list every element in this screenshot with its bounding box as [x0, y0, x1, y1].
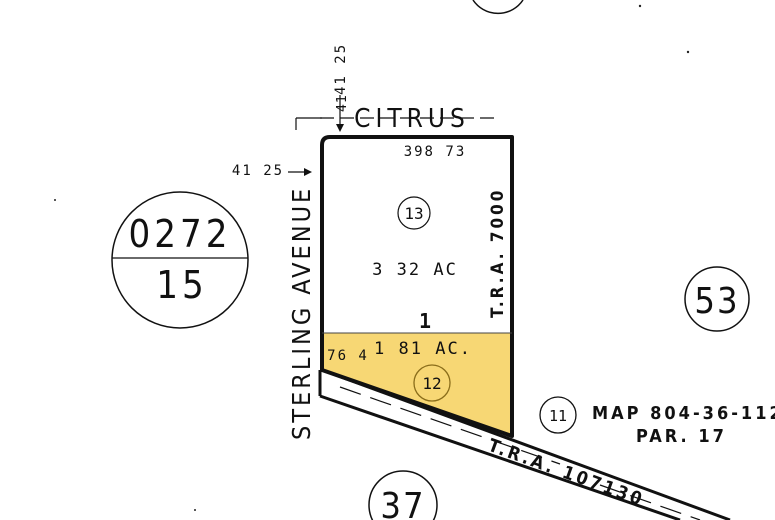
- parcel-12-circle[interactable]: [413, 364, 451, 402]
- dim-left: 41 25: [232, 163, 284, 179]
- parcel-boundary: [320, 135, 514, 438]
- book-page-circle[interactable]: [111, 191, 249, 329]
- parcel-13-circle[interactable]: [397, 196, 431, 230]
- map-parcel: PAR. 17: [636, 426, 727, 447]
- road-edge-top: [321, 368, 731, 520]
- street-citrus: CITRUS: [354, 104, 470, 134]
- map-specks: [54, 4, 690, 511]
- road-centerline-2: [599, 484, 701, 520]
- dim-top-vertical: 41 25: [333, 43, 349, 95]
- arrow-head: [304, 168, 312, 176]
- tra-diagonal: T.R.A. 107130: [485, 435, 647, 511]
- parcel-12-number: 12: [422, 374, 441, 393]
- neighbor-37-circle[interactable]: [368, 470, 438, 520]
- book-page-bottom: 15: [156, 263, 208, 307]
- neighbor-37-label: 37: [380, 486, 425, 520]
- dim-top-lot: 398 73: [404, 144, 467, 160]
- tra-right: T.R.A. 7000: [488, 188, 508, 318]
- dim-top-small: 41: [335, 94, 350, 112]
- parcel-13-number: 13: [404, 204, 423, 223]
- partial-circle-top: [472, 0, 524, 15]
- map-reference[interactable]: MAP 804-36-112: [592, 403, 775, 424]
- parcel-12-area: 1 81 AC.: [374, 339, 472, 359]
- neighbor-11-circle[interactable]: [539, 396, 577, 434]
- lot-number: 1: [419, 309, 431, 333]
- neighbor-53-circle[interactable]: [684, 266, 750, 332]
- road-edge-bottom: [319, 394, 681, 520]
- parcel-13-area: 3 32 AC: [372, 260, 458, 280]
- parcel-12-highlight[interactable]: [322, 333, 512, 436]
- dim-bottom-lot: 76 4: [327, 348, 369, 364]
- book-page-top: 0272: [129, 212, 232, 256]
- neighbor-11-label: 11: [549, 407, 567, 425]
- road-centerline: [339, 386, 561, 465]
- street-sterling: STERLING AVENUE: [287, 186, 316, 440]
- neighbor-53-label: 53: [694, 281, 739, 322]
- arrow-head: [336, 124, 344, 132]
